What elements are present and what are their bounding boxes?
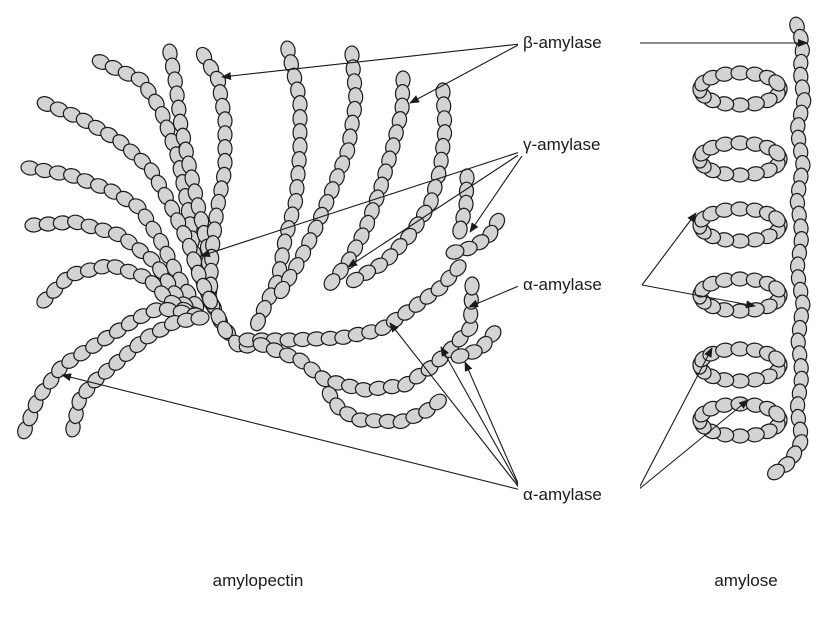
gamma-amylase-arrow xyxy=(347,149,527,268)
amylopectin-glucose-unit xyxy=(461,319,479,338)
amylopectin-glucose-unit xyxy=(445,244,465,260)
alpha-amylase-lower-label: α-amylase xyxy=(523,485,602,504)
gamma-amylase-arrow xyxy=(469,149,527,233)
amylose-glucose-unit xyxy=(768,210,786,228)
beta-label-bg xyxy=(518,30,640,54)
beta-amylase-label: β-amylase xyxy=(523,33,602,52)
amylose-glucose-unit xyxy=(768,280,786,298)
amylopectin-glucose-unit xyxy=(190,310,210,326)
amylopectin-glucose-unit xyxy=(452,220,468,240)
amylopectin-glucose-unit xyxy=(345,271,365,289)
gamma-amylase-arrow xyxy=(200,149,527,258)
alpha-amylase-upper-label: α-amylase xyxy=(523,275,602,294)
alpha-amylase-arrow xyxy=(641,212,697,286)
alpha-lower-label-bg xyxy=(518,482,640,506)
alpha-amylase-arrow xyxy=(464,361,522,491)
alpha-upper-label-bg xyxy=(518,272,640,296)
beta-amylase-arrow xyxy=(409,43,521,104)
gamma-amylase-label: γ-amylase xyxy=(523,135,600,154)
alpha-amylase-arrow xyxy=(389,322,522,491)
amylopectin-glucose-unit xyxy=(450,348,470,364)
alpha-amylase-arrow xyxy=(637,399,749,491)
amylose-glucose-unit xyxy=(768,350,786,368)
amylose-glucose-unit xyxy=(767,463,785,481)
amylopectin-glucose-unit xyxy=(216,320,234,340)
amylopectin-glucose-unit xyxy=(273,280,291,300)
amylose-caption: amylose xyxy=(714,571,777,590)
amylose-glucose-unit xyxy=(768,144,786,162)
amylopectin-caption: amylopectin xyxy=(213,571,304,590)
amylose-glucose-unit xyxy=(768,405,786,423)
amylopectin-molecule xyxy=(17,40,506,440)
alpha-amylase-arrow xyxy=(440,346,522,491)
alpha-amylase-arrow xyxy=(468,284,522,308)
amylopectin-glucose-unit xyxy=(202,290,218,310)
alpha-amylase-arrow xyxy=(641,284,756,309)
amylose-molecule xyxy=(692,16,812,481)
amylopectin-glucose-unit xyxy=(250,312,266,332)
amylopectin-glucose-unit xyxy=(449,259,467,277)
enzyme-arrows xyxy=(61,39,808,491)
alpha-amylase-arrow xyxy=(637,347,713,491)
alpha-amylase-arrow xyxy=(61,373,522,491)
amylopectin-glucose-unit xyxy=(323,273,341,291)
amylopectin-glucose-unit xyxy=(464,276,480,296)
gamma-label-bg xyxy=(518,132,640,156)
amylopectin-glucose-unit xyxy=(429,393,447,411)
beta-amylase-arrow xyxy=(221,43,521,80)
amylose-glucose-unit xyxy=(768,74,786,92)
